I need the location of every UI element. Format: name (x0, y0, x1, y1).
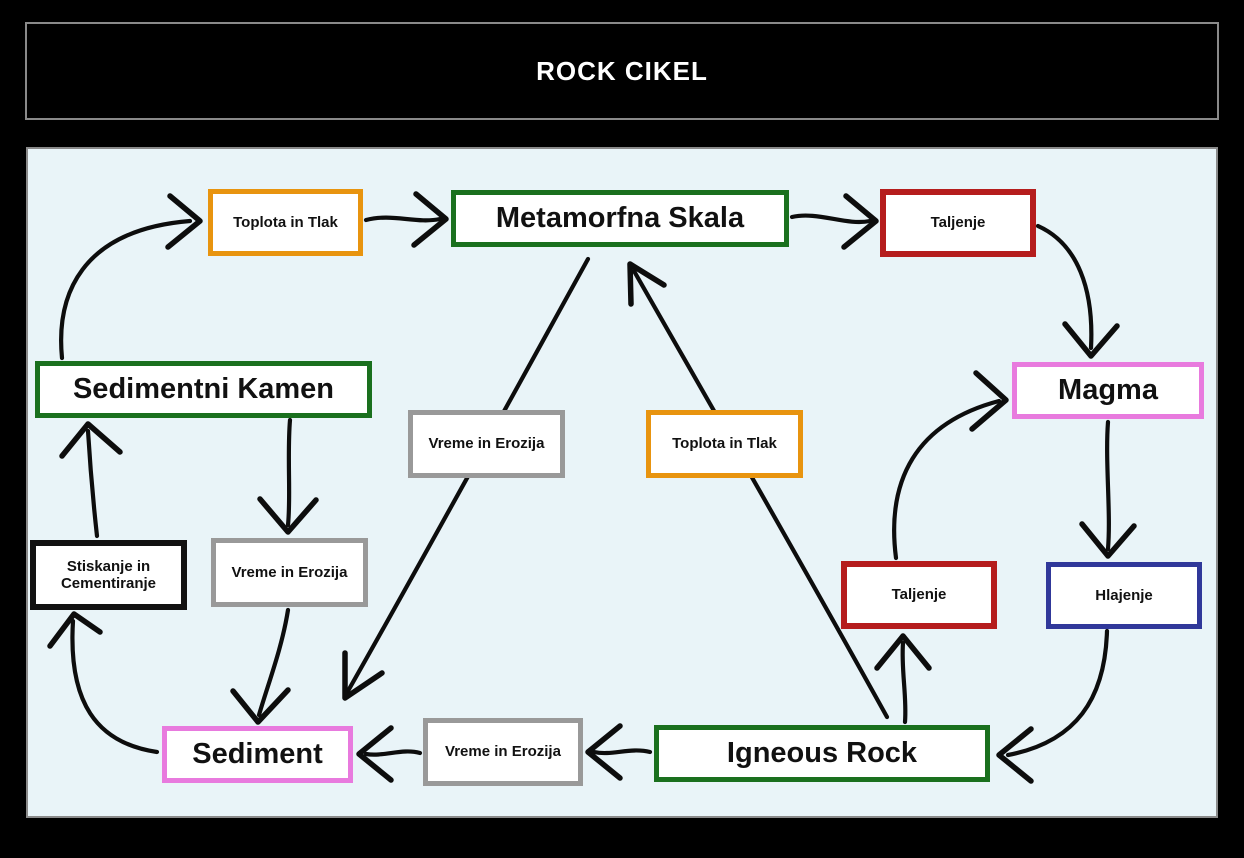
node-igneous-rock: Igneous Rock (654, 725, 990, 782)
node-taljenje-2: Taljenje (841, 561, 997, 629)
node-label: Toplota in Tlak (233, 213, 338, 231)
node-sedimentni-kamen: Sedimentni Kamen (35, 361, 372, 418)
node-label: Vreme in Erozija (428, 435, 545, 453)
node-metamorfna-skala: Metamorfna Skala (451, 190, 789, 247)
node-hlajenje: Hlajenje (1046, 562, 1202, 629)
node-toplota-tlak-1: Toplota in Tlak (208, 189, 363, 256)
node-vreme-erozija-center: Vreme in Erozija (408, 410, 565, 478)
node-toplota-tlak-2: Toplota in Tlak (646, 410, 803, 478)
node-label: Metamorfna Skala (495, 201, 745, 234)
node-sediment: Sediment (162, 726, 353, 783)
node-taljenje-1: Taljenje (880, 189, 1036, 257)
node-vreme-erozija-bottom: Vreme in Erozija (423, 718, 583, 786)
node-label: Igneous Rock (726, 736, 918, 769)
node-magma: Magma (1012, 362, 1204, 419)
node-label: Vreme in Erozija (445, 743, 561, 761)
node-label: Toplota in Tlak (672, 435, 777, 453)
node-label: Hlajenje (1095, 586, 1153, 604)
node-stiskanje-cementiranje: Stiskanje in Cementiranje (30, 540, 187, 610)
node-label: Sediment (192, 737, 323, 770)
node-label: Taljenje (930, 214, 986, 232)
node-label: Vreme in Erozija (231, 563, 348, 581)
title-box: ROCK CIKEL (25, 22, 1219, 120)
node-label: Sedimentni Kamen (72, 372, 335, 405)
node-vreme-erozija-left: Vreme in Erozija (211, 538, 368, 607)
node-label: Magma (1058, 373, 1158, 406)
diagram-canvas (26, 147, 1218, 818)
node-label: Stiskanje in Cementiranje (60, 557, 157, 592)
node-label: Taljenje (891, 586, 947, 604)
page-title: ROCK CIKEL (536, 55, 708, 86)
